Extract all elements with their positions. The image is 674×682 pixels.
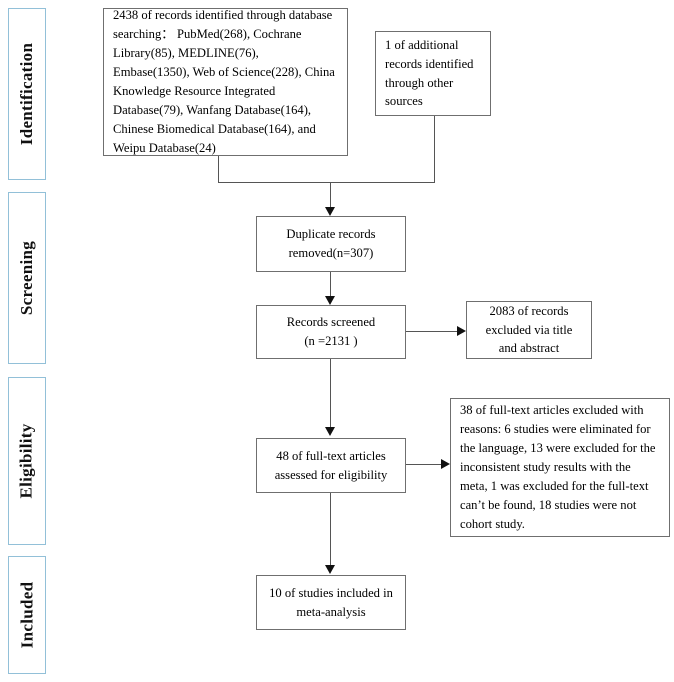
stage-box-screening: Screening bbox=[8, 192, 46, 364]
stage-box-eligibility: Eligibility bbox=[8, 377, 46, 545]
arrowhead-to-duplicates bbox=[325, 207, 335, 216]
box-records-excluded: 2083 of records excluded via title and a… bbox=[466, 301, 592, 359]
box-additional-records-text: 1 of additional records identified throu… bbox=[385, 37, 474, 109]
box-fulltext-assessed-text: 48 of full-text articles assessed for el… bbox=[266, 447, 397, 485]
arrowhead-to-fulltext bbox=[325, 427, 335, 436]
box-records-screened-text: Records screened (n =2131 ) bbox=[278, 313, 384, 351]
box-records-excluded-text: 2083 of records excluded via title and a… bbox=[485, 303, 573, 356]
box-records-identified: 2438 of records identified through datab… bbox=[103, 8, 348, 156]
box-fulltext-excluded-text: 38 of full-text articles excluded with r… bbox=[460, 403, 656, 531]
included-line-2: meta-analysis bbox=[296, 604, 366, 619]
fulltext-line-2: assessed for eligibility bbox=[274, 467, 388, 482]
box-records-identified-text: 2438 of records identified through datab… bbox=[113, 8, 335, 155]
box-duplicates-removed-text: Duplicate records removed(n=307) bbox=[277, 225, 384, 263]
stage-box-identification: Identification bbox=[8, 8, 46, 180]
stage-label-eligibility: Eligibility bbox=[17, 423, 36, 499]
arrowhead-to-fulltext-excluded bbox=[441, 459, 450, 469]
arrowhead-to-screened bbox=[325, 296, 335, 305]
stage-label-screening: Screening bbox=[17, 240, 37, 316]
connector-identified-down bbox=[218, 156, 219, 182]
fulltext-line-1: 48 of full-text articles bbox=[276, 448, 386, 463]
connector-fulltext-to-included bbox=[330, 493, 331, 565]
box-studies-included-text: 10 of studies included in meta-analysis bbox=[260, 584, 402, 622]
connector-duplicates-to-screened bbox=[330, 272, 331, 296]
box-studies-included: 10 of studies included in meta-analysis bbox=[256, 575, 406, 630]
box-fulltext-excluded: 38 of full-text articles excluded with r… bbox=[450, 398, 670, 537]
screened-line-1: Records screened bbox=[286, 315, 376, 330]
box-records-screened: Records screened (n =2131 ) bbox=[256, 305, 406, 359]
connector-fulltext-to-excluded bbox=[406, 464, 441, 465]
duplicates-line-2: removed(n=307) bbox=[288, 246, 374, 260]
connector-merge-to-duplicates bbox=[330, 182, 331, 207]
connector-merge-horizontal bbox=[218, 182, 435, 183]
connector-screened-to-fulltext bbox=[330, 359, 331, 427]
box-duplicates-removed: Duplicate records removed(n=307) bbox=[256, 216, 406, 272]
arrowhead-to-records-excluded bbox=[457, 326, 466, 336]
stage-label-identification: Identification bbox=[17, 42, 36, 146]
connector-additional-down bbox=[434, 116, 435, 182]
duplicates-line-1: Duplicate records bbox=[286, 227, 376, 242]
stage-box-included: Included bbox=[8, 556, 46, 674]
screened-line-2: (n =2131 ) bbox=[304, 334, 358, 348]
box-fulltext-assessed: 48 of full-text articles assessed for el… bbox=[256, 438, 406, 493]
box-additional-records: 1 of additional records identified throu… bbox=[375, 31, 491, 116]
stage-label-included: Included bbox=[17, 581, 36, 649]
arrowhead-to-included bbox=[325, 565, 335, 574]
connector-screened-to-excluded bbox=[406, 331, 457, 332]
included-line-1: 10 of studies included in bbox=[269, 585, 393, 600]
